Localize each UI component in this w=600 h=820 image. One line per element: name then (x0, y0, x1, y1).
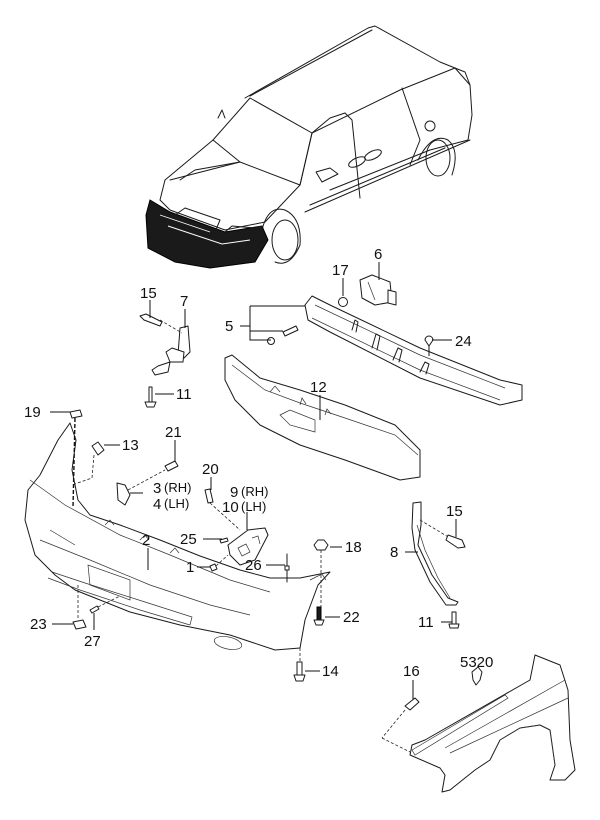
callout-10: 10 (222, 499, 239, 516)
callout-18: 18 (345, 539, 362, 556)
bumper-absorber (224, 354, 421, 481)
callout-4: 4 (153, 496, 161, 513)
callout-9: 9 (230, 484, 238, 501)
part-27-screw (89, 595, 121, 614)
part-23-nut (72, 585, 87, 630)
front-fender (409, 654, 576, 793)
part-1-screw (209, 563, 218, 572)
part-13-clip (71, 441, 105, 486)
callout-5: 5 (225, 318, 233, 335)
part-24-clip (424, 335, 434, 347)
part-7-bracket (151, 319, 191, 376)
callout-4-side: (LH) (164, 496, 189, 511)
callout-25: 25 (180, 531, 197, 548)
part-11-bolt-right (448, 611, 460, 629)
callout-26: 26 (245, 557, 262, 574)
vehicle-overview (145, 25, 473, 269)
callout-19: 19 (24, 404, 41, 421)
callout-17: 17 (332, 262, 349, 279)
callout-21: 21 (165, 424, 182, 441)
callout-24: 24 (455, 333, 472, 350)
part-6-bracket (359, 274, 397, 306)
callout-15-left: 15 (140, 285, 157, 302)
beam-brackets (351, 319, 430, 375)
callout-20: 20 (202, 461, 219, 478)
callout-1: 1 (186, 559, 194, 576)
callout-11-right: 11 (418, 614, 434, 631)
callout-9-side: (RH) (241, 484, 268, 499)
callout-14: 14 (322, 663, 339, 680)
callout-5320: 5320 (460, 654, 493, 671)
part-15-bolt-right (445, 534, 466, 549)
callout-27: 27 (84, 633, 101, 650)
callout-22: 22 (343, 609, 360, 626)
bumper-beam (304, 295, 523, 406)
part-16-bolt (381, 697, 420, 753)
callout-3: 3 (153, 480, 161, 497)
callout-8: 8 (390, 544, 398, 561)
callout-6: 6 (374, 246, 382, 263)
part-17-nut (338, 297, 348, 307)
part-18-clip (313, 539, 329, 612)
part-20-bolt (204, 488, 214, 504)
callout-7: 7 (180, 293, 188, 310)
front-bumper-cover (24, 422, 331, 651)
part-9-10-bracket (227, 527, 269, 566)
part-26-pin (284, 553, 290, 583)
part-25-screw (219, 537, 229, 544)
part-19-clip (69, 409, 83, 509)
callout-3-side: (RH) (164, 480, 191, 495)
callout-16: 16 (403, 663, 420, 680)
callout-labels: 15 7 5 17 6 24 11 12 19 13 21 3 (RH) 4 (… (24, 246, 493, 680)
part-15-bolt-left (139, 313, 163, 327)
callout-23: 23 (30, 616, 47, 633)
callout-13: 13 (122, 437, 139, 454)
part-14-bolt (293, 648, 306, 682)
callout-15-right: 15 (446, 503, 463, 520)
part-8-side-bracket (411, 501, 459, 606)
part-5-fasteners (267, 325, 299, 345)
part-11-bolt-left (144, 386, 157, 408)
callout-11-left: 11 (176, 386, 192, 403)
callout-12: 12 (310, 379, 327, 396)
part-3-4-bracket (116, 469, 166, 506)
part-22-bolt (313, 606, 325, 626)
callout-2: 2 (142, 532, 150, 549)
callout-10-side: (LH) (241, 499, 266, 514)
leader-lines (50, 262, 457, 700)
part-21-screw (164, 460, 179, 472)
